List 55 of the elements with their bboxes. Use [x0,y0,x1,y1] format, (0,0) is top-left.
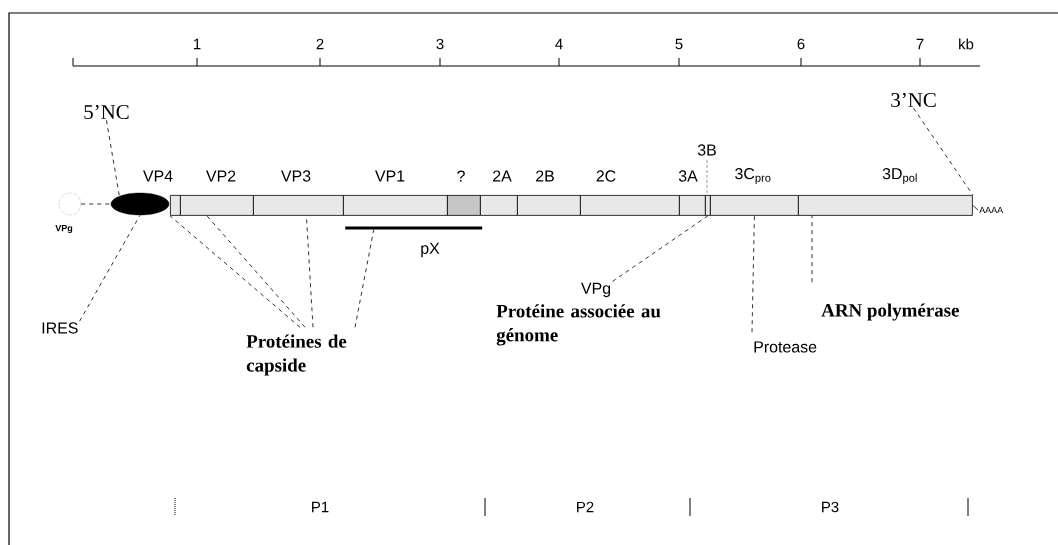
polyprotein-label: P1 [312,501,329,513]
node-label: ? [457,170,465,182]
leader-line [972,205,979,211]
node-label: 3B [697,144,716,156]
node-label: 2A [493,170,512,182]
leader-line [106,119,120,197]
node-label: pX [421,242,440,258]
node-label: VP3 [281,170,311,182]
node-label: 2B [536,170,554,182]
leader-line [79,214,141,322]
genome-segment: 2C [580,170,680,216]
tick-label: 4 [555,38,563,50]
node-label: VPg [55,224,73,234]
tick-label: 1 [194,38,201,50]
node-label: 3C$_{pro}$ [735,167,771,184]
genome-segment: VP4 [143,170,181,216]
genome-segment: 2B [517,170,581,216]
node-label: 2C [596,170,616,182]
annotation-text: AAAA [979,206,1004,214]
annotation-text: 3’NC [891,92,936,108]
node-label: VP2 [206,170,236,182]
node-label: VP1 [375,170,405,182]
leader-line [913,107,974,196]
genome-segment: 2A [480,170,518,216]
tick-label: 3 [436,38,444,50]
node-label: 3D$_{pol}$ [882,167,917,184]
annotation-text: Protease [754,341,817,353]
tick-label: 2 [316,38,324,50]
genome-segment: VP1 [343,170,448,216]
unit-label: kb [959,38,974,50]
leader-line [751,215,755,333]
polyprotein-label: P2 [577,501,594,513]
annotation-text: Protéines de capside [246,334,347,376]
px-bar: pX [345,226,483,258]
leader-line [80,203,112,205]
leader-line [354,229,375,328]
leader-line [206,215,306,328]
leader-line [612,215,709,282]
polyprotein-label: P3 [822,501,839,513]
annotation-text: ARN polymérase [821,303,959,321]
node-label: 3A [678,170,698,182]
genome-segment: 3D$_{pol}$ [798,168,973,216]
ires-ellipse [110,192,170,216]
annotation-text: VPg Protéine associée au génome [496,282,661,346]
tick-label: 7 [916,38,924,50]
annotation-text: 5’NC [84,104,129,120]
leader-line [169,215,301,328]
tick-label: 6 [797,38,805,50]
genome-segment: ? [447,170,481,216]
node-label: VP4 [143,170,173,182]
annotation-text: IRES [42,322,78,334]
leader-line [811,215,813,283]
genome-segment: VP2 [180,170,254,216]
genome-segment: VP3 [253,170,344,216]
tick-label: 5 [675,38,683,50]
